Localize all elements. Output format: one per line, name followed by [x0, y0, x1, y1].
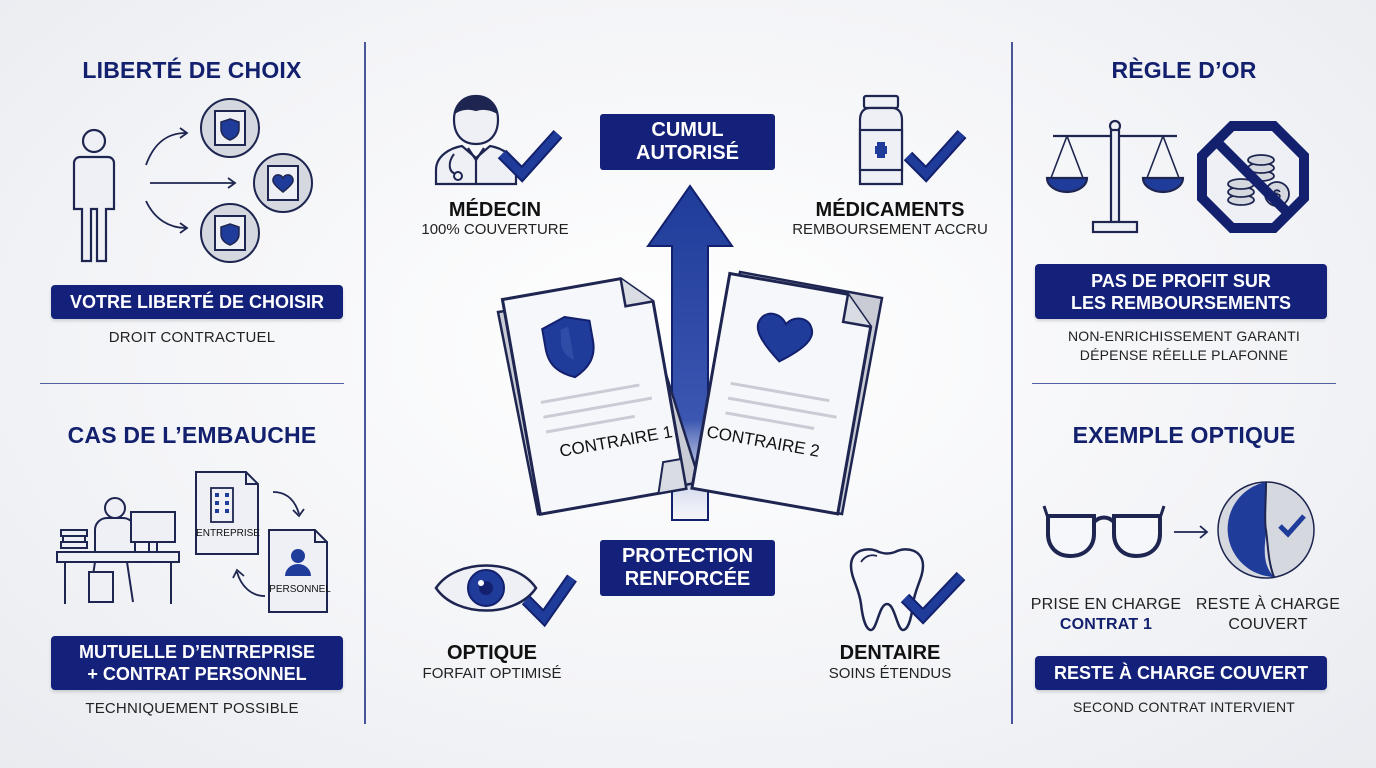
- right-divider: [1011, 42, 1013, 724]
- hiring-caption: TECHNIQUEMENT POSSIBLE: [85, 700, 299, 717]
- hiring-title: CAS DE L’EMBAUCHE: [67, 422, 317, 448]
- doctor-icon: [434, 94, 563, 186]
- protection-badge: PROTECTION RENFORCÉE: [600, 540, 775, 596]
- up-arrow-icon: [646, 184, 734, 521]
- dental-subtitle: SOINS ÉTENDUS: [828, 665, 952, 682]
- eye-icon: [434, 564, 577, 628]
- doc-personal-label: PERSONNEL: [269, 584, 331, 595]
- optics-title: OPTIQUE: [446, 642, 537, 664]
- doctor-subtitle: 100% COUVERTURE: [421, 221, 569, 238]
- choice-banner: VOTRE LIBERTÉ DE CHOISIR: [51, 285, 343, 319]
- golden-caption-1: NON-ENRICHISSEMENT GARANTI: [1067, 328, 1301, 344]
- choice-caption: DROIT CONTRACTUEL: [108, 329, 276, 346]
- user-icon: [268, 529, 328, 613]
- check-icon: [903, 129, 967, 183]
- office-worker-icon: [56, 497, 180, 604]
- medicine-subtitle: REMBOURSEMENT ACCRU: [792, 221, 988, 238]
- optics-example-title: EXEMPLE OPTIQUE: [1072, 422, 1296, 448]
- contract-document-icon: [500, 277, 688, 516]
- hiring-illustration: [56, 471, 328, 613]
- cumul-badge: CUMUL AUTORISÉ: [600, 114, 775, 170]
- golden-caption-2: DÉPENSE RÉELLE PLAFONNE: [1079, 347, 1289, 363]
- left-divider: [364, 42, 366, 724]
- medicine-title: MÉDICAMENTS: [815, 199, 965, 221]
- heart-icon: [253, 153, 313, 213]
- left-horizontal-divider: [40, 383, 344, 384]
- shield-icon: [200, 203, 260, 263]
- right-horizontal-divider: [1032, 383, 1336, 384]
- optics-left-label-1: PRISE EN CHARGE: [1030, 596, 1182, 613]
- golden-banner: PAS DE PROFIT SUR LES REMBOURSEMENTS: [1035, 264, 1327, 319]
- svg-text:$: $: [1273, 186, 1281, 202]
- building-icon: [195, 471, 259, 555]
- optics-example-caption: SECOND CONTRAT INTERVIENT: [1072, 699, 1296, 715]
- glasses-icon: [1042, 505, 1166, 559]
- scale-icon: [1045, 119, 1185, 234]
- hiring-banner: MUTUELLE D’ENTREPRISE + CONTRAT PERSONNE…: [51, 636, 343, 690]
- check-icon: [521, 574, 577, 628]
- check-icon: [900, 571, 966, 625]
- doc-company-label: ENTREPRISE: [196, 528, 260, 539]
- choice-illustration: [72, 98, 313, 263]
- shield-icon: [200, 98, 260, 158]
- doctor-title: MÉDECIN: [448, 199, 542, 221]
- optics-example-banner: RESTE À CHARGE COUVERT: [1035, 656, 1327, 690]
- no-money-icon: $: [1197, 121, 1309, 233]
- dental-title: DENTAIRE: [839, 642, 941, 664]
- contract-document-icon: [690, 271, 873, 516]
- optics-right-label-2: COUVERT: [1228, 616, 1308, 633]
- tooth-icon: [849, 548, 966, 632]
- golden-title: RÈGLE D’OR: [1111, 57, 1257, 83]
- pie-icon: [1217, 481, 1315, 579]
- person-icon: [72, 128, 116, 263]
- choice-title: LIBERTÉ DE CHOIX: [82, 57, 302, 83]
- check-icon: [497, 129, 563, 183]
- golden-illustration: $: [1045, 119, 1309, 234]
- optics-subtitle: FORFAIT OPTIMISÉ: [422, 665, 562, 682]
- optics-example-illustration: [1042, 481, 1315, 579]
- optics-left-label-2: CONTRAT 1: [1059, 616, 1153, 633]
- medicine-bottle-icon: [858, 94, 967, 186]
- contracts-illustration: [496, 270, 884, 516]
- optics-right-label-1: RESTE À CHARGE: [1195, 596, 1341, 613]
